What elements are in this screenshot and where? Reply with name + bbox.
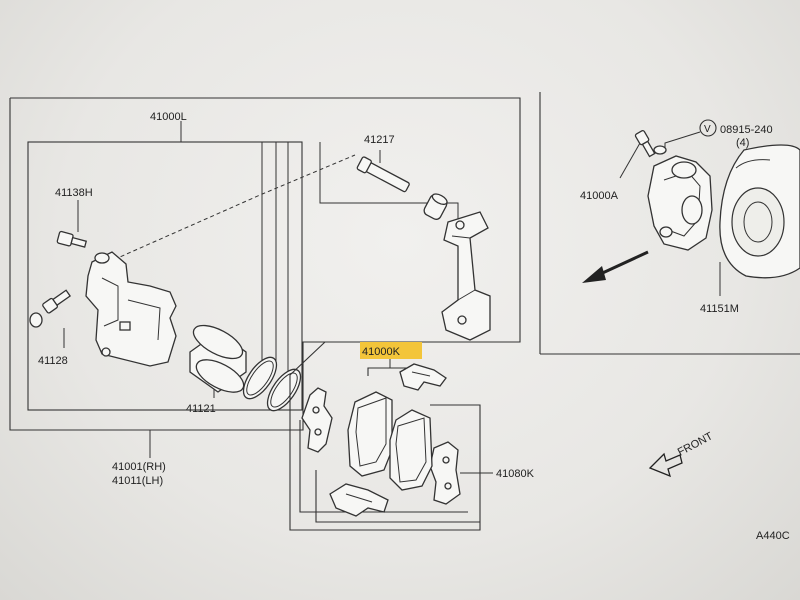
label-41121: 41121	[186, 403, 216, 415]
right-caliper-part	[647, 155, 713, 251]
bleeder-bolt-part	[56, 230, 88, 248]
caliper-bracket-part	[441, 211, 491, 341]
caliper-body-part	[85, 251, 177, 367]
label-41011-lh: 41011(LH)	[112, 475, 163, 487]
label-41000A: 41000A	[580, 190, 619, 202]
label-washer-qty: (4)	[736, 137, 749, 149]
label-41080K: 41080K	[496, 468, 535, 480]
pad-kit-frame	[289, 341, 493, 531]
label-41128: 41128	[38, 355, 68, 367]
label-41000K: 41000K	[362, 346, 401, 358]
caliper-assembly-frame	[9, 97, 521, 458]
pad-shim-parts	[301, 387, 461, 505]
guide-pin-part	[356, 156, 448, 220]
pad-clip-parts	[329, 363, 447, 517]
label-41138H: 41138H	[55, 187, 93, 199]
leader-lines	[63, 142, 459, 398]
pad-kit-highlight	[360, 342, 422, 359]
baffle-plate-part	[719, 144, 800, 279]
caliper-bolt-part	[29, 289, 72, 328]
label-front: FRONT	[676, 430, 715, 459]
label-41000L: 41000L	[150, 111, 187, 123]
front-arrow-icon	[648, 452, 683, 478]
label-41151M: 41151M	[700, 303, 739, 315]
piston-part	[189, 324, 247, 393]
label-diagram-code: A440C	[756, 530, 790, 542]
label-41001-rh: 41001(RH)	[112, 461, 166, 473]
washer-symbol-letter: V	[704, 124, 711, 135]
direction-arrow-icon	[582, 250, 649, 283]
label-41217: 41217	[364, 134, 395, 146]
piston-seal-parts	[242, 356, 302, 412]
brake-pad-parts	[347, 391, 433, 491]
washer-symbol-icon	[699, 119, 717, 137]
right-bolt-part	[634, 130, 667, 158]
label-08915-240: 08915-240	[720, 124, 773, 136]
